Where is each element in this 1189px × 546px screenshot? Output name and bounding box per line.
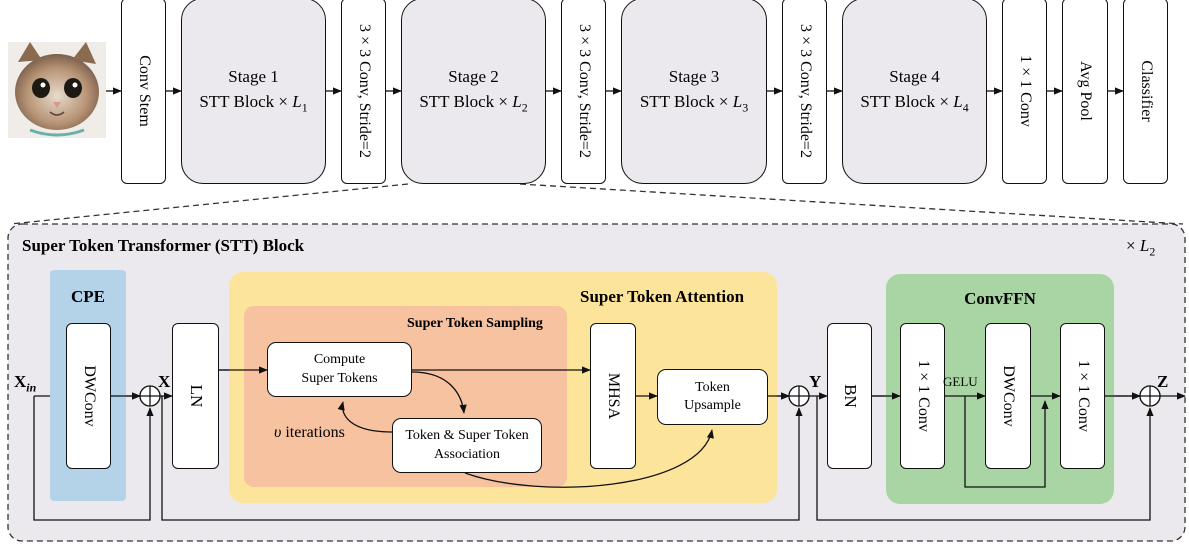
block-title: Super Token Transformer (STT) Block [22, 236, 305, 255]
ln-block: LN [172, 323, 219, 469]
stage-3-block: Stage 3 STT Block × L3 [621, 0, 767, 184]
ffn-conv2-label: 1 × 1 Conv [1074, 360, 1092, 432]
classifier-label: Classifier [1137, 60, 1155, 122]
downsample-block-3: 3 × 3 Conv, Stride=2 [782, 0, 827, 184]
super-token-sampling-title: Super Token Sampling [407, 316, 543, 331]
stage-3-title: Stage 3 [668, 67, 720, 87]
ln-label: LN [186, 384, 206, 408]
ffn-conv1-label: 1 × 1 Conv [914, 360, 932, 432]
z-label: Z [1157, 372, 1169, 391]
stage-4-block-label: STT Block × L4 [860, 92, 969, 115]
downsample-label-1: 3 × 3 Conv, Stride=2 [355, 24, 373, 158]
stage-4-block: Stage 4 STT Block × L4 [842, 0, 987, 184]
conv1x1-label: 1 × 1 Conv [1016, 55, 1034, 127]
zoom-line-right [519, 183, 1184, 225]
stage-1-block-label: STT Block × L1 [199, 92, 308, 115]
stage-1-block: Stage 1 STT Block × L1 [181, 0, 326, 184]
x-in-label: Xin [14, 372, 37, 395]
avg-pool-label: Avg Pool [1077, 61, 1094, 121]
ffn-conv1-block: 1 × 1 Conv [900, 323, 945, 469]
downsample-block-2: 3 × 3 Conv, Stride=2 [561, 0, 606, 184]
downsample-block-1: 3 × 3 Conv, Stride=2 [341, 0, 386, 184]
stage-2-block-label: STT Block × L2 [419, 92, 528, 115]
zoom-line-left [9, 183, 409, 225]
cpe-dwconv-label: DWConv [80, 365, 98, 427]
mhsa-block: MHSA [590, 323, 636, 469]
conv-stem-label: Conv Stem [135, 55, 153, 127]
downsample-label-2: 3 × 3 Conv, Stride=2 [575, 24, 593, 158]
bn-block: BN [827, 323, 872, 469]
stage-4-title: Stage 4 [889, 67, 940, 87]
gelu-label: GELU [943, 374, 978, 389]
stage-2-title: Stage 2 [448, 67, 499, 87]
conv-stem-block: Conv Stem [121, 0, 166, 184]
block-repeat-label: × L2 [1126, 236, 1156, 259]
token-upsample-block: Token Upsample [657, 369, 768, 425]
conv1x1-block: 1 × 1 Conv [1002, 0, 1047, 184]
ffn-conv2-block: 1 × 1 Conv [1060, 323, 1105, 469]
super-token-attention-title: Super Token Attention [580, 287, 745, 306]
compute-super-tokens-block: Compute Super Tokens [267, 342, 412, 397]
bn-label: BN [840, 384, 860, 408]
x-label: X [158, 372, 171, 391]
association-block: Token & Super Token Association [392, 418, 542, 473]
cpe-title: CPE [71, 287, 105, 306]
convffn-title: ConvFFN [964, 289, 1036, 308]
iterations-label: υ iterations [274, 424, 345, 441]
classifier-block: Classifier [1123, 0, 1168, 184]
ffn-dwconv-block: DWConv [985, 323, 1031, 469]
cpe-dwconv-block: DWConv [66, 323, 111, 469]
stage-2-block: Stage 2 STT Block × L2 [401, 0, 546, 184]
avg-pool-block: Avg Pool [1062, 0, 1108, 184]
stage-1-title: Stage 1 [228, 67, 279, 87]
stage-3-block-label: STT Block × L3 [639, 92, 749, 115]
ffn-dwconv-label: DWConv [1000, 365, 1017, 427]
mhsa-label: MHSA [605, 372, 622, 420]
y-label: Y [809, 372, 822, 391]
downsample-label-3: 3 × 3 Conv, Stride=2 [796, 24, 814, 158]
input-cat-image [8, 42, 106, 138]
